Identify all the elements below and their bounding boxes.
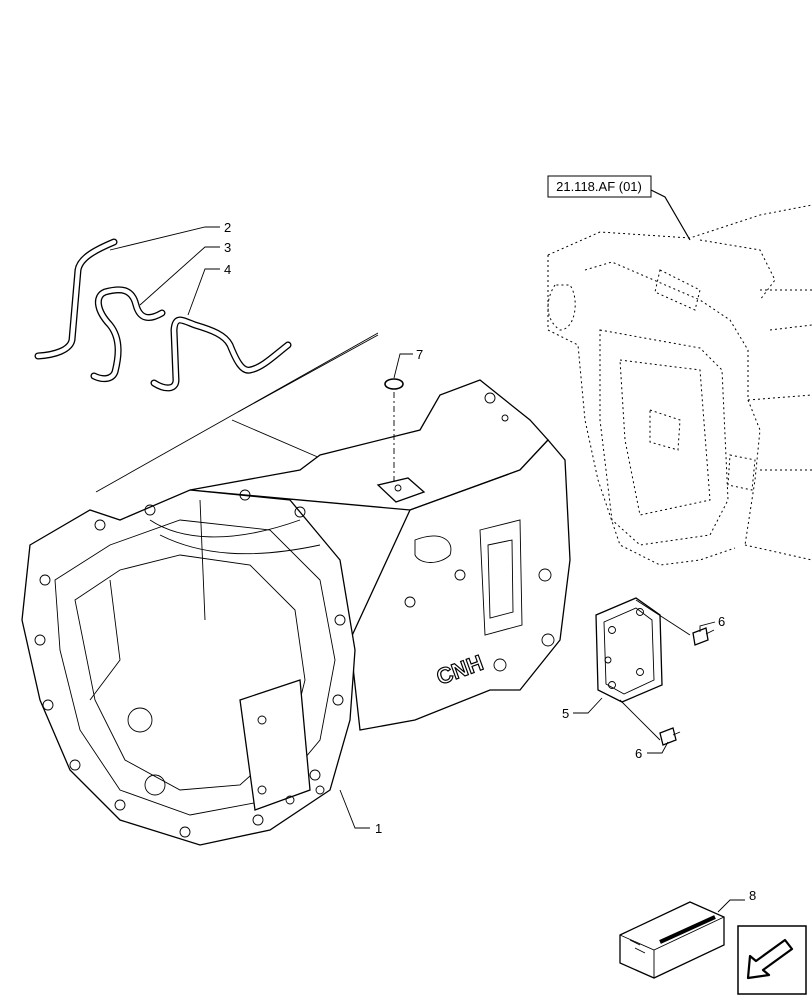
transmission-housing[interactable]: CNH [21, 332, 571, 846]
cover-plate-5[interactable] [595, 597, 691, 741]
reference-label[interactable]: 21.118.AF (01) [547, 175, 691, 241]
callout-6-upper: 6 [718, 614, 725, 629]
pipe-2[interactable] [34, 238, 118, 360]
callout-6-lower: 6 [635, 746, 642, 761]
callout-8: 8 [749, 888, 756, 903]
callout-7: 7 [416, 347, 423, 362]
callout-numbers: 1 2 3 4 5 6 6 7 8 [224, 220, 756, 903]
pipe-4[interactable] [150, 316, 292, 392]
callout-leaders [109, 226, 716, 829]
callout-4: 4 [224, 262, 231, 277]
bolt-6-lower[interactable] [659, 727, 681, 746]
seal-7[interactable] [384, 378, 404, 485]
pipe-3[interactable] [90, 286, 166, 383]
reference-housing-outline [547, 204, 812, 566]
callout-1: 1 [375, 821, 382, 836]
navigation-arrow-icon[interactable] [737, 925, 807, 995]
callout-2: 2 [224, 220, 231, 235]
callout-3: 3 [224, 240, 231, 255]
service-kit-8[interactable] [619, 899, 745, 979]
bolt-6-upper[interactable] [692, 627, 715, 646]
svg-text:21.118.AF (01): 21.118.AF (01) [556, 179, 642, 194]
callout-5: 5 [562, 706, 569, 721]
